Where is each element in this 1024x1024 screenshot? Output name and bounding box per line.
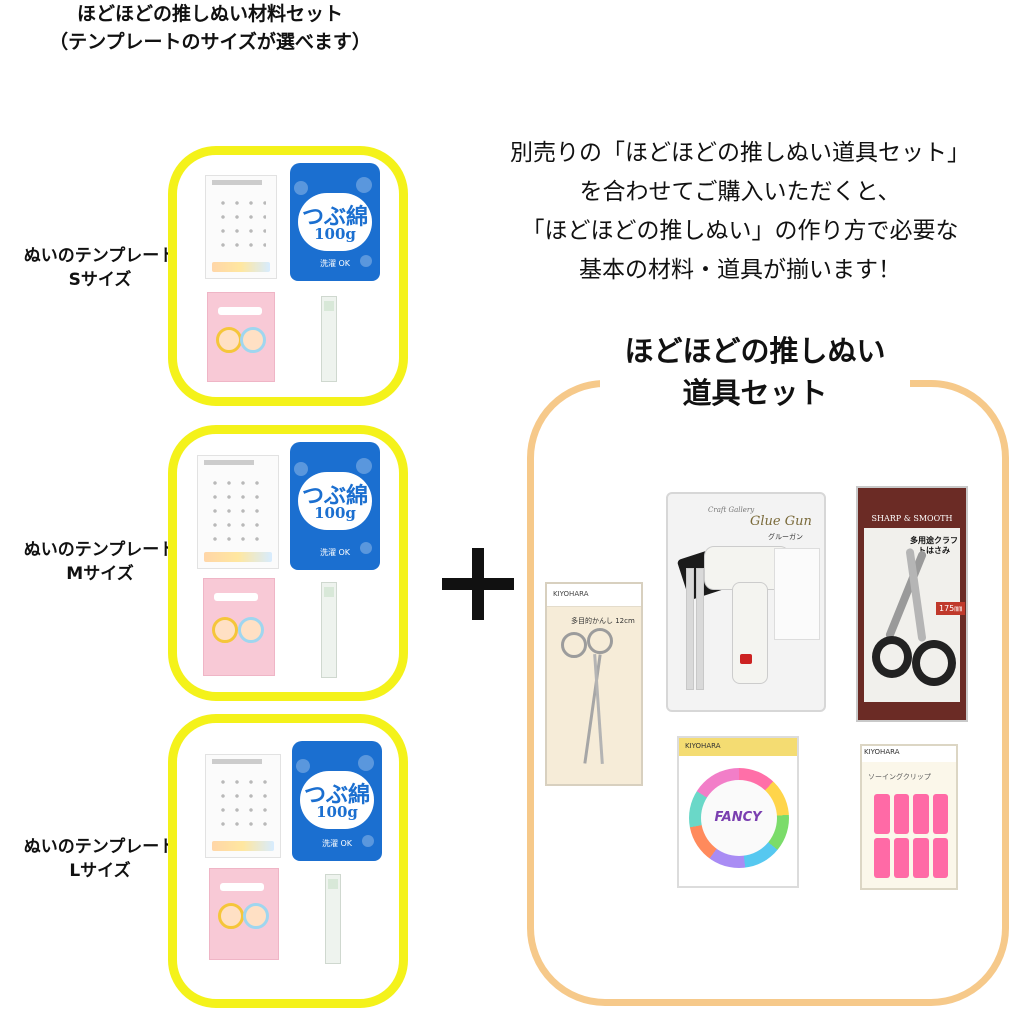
cotton-weight: 100g (316, 803, 358, 821)
tools-set-title: ほどほどの推しぬい 道具セット (560, 330, 950, 414)
kit-label-m-line1: ぬいのテンプレート (23, 540, 177, 560)
clips-brand: KIYOHARA (864, 748, 900, 756)
stick-tool-image (321, 582, 337, 678)
kit-label-m-line2: Mサイズ (66, 564, 134, 584)
kit-frame-l (168, 714, 408, 1008)
glue-gun-name: Glue Gun (750, 514, 812, 529)
cotton-pack-image: つぶ綿 100g 洗濯 OK (292, 741, 382, 861)
scissors-name: 多用途クラフトはさみ (910, 536, 958, 555)
instruction-book-image (207, 292, 275, 382)
instruction-book-image (209, 868, 279, 960)
tools-set-title-line1: ほどほどの推しぬい (624, 334, 886, 368)
instruction-book-image (203, 578, 275, 676)
stick-tool-image (325, 874, 341, 964)
clips-package-image: ソーイングクリップ (860, 744, 958, 890)
glue-gun-package-image: Craft Gallery Glue Gun グルーガン (666, 492, 826, 712)
cotton-weight: 100g (314, 225, 356, 243)
kit-label-l-line2: Lサイズ (69, 861, 131, 881)
template-sheet-image (205, 754, 281, 858)
cotton-name: つぶ綿 (301, 205, 368, 230)
description-line3: 「ほどほどの推しぬい」の作り方で必要な (521, 218, 959, 244)
cotton-wash-note: 洗濯 OK (321, 839, 353, 848)
description-line2: を合わせてご購入いただくと、 (579, 179, 901, 205)
materials-set-title: ほどほどの推しぬい材料セット （テンプレートのサイズが選べます） (0, 0, 420, 56)
cotton-name: つぶ綿 (303, 783, 370, 808)
forceps-name: 多目的かんし 12cm (571, 617, 635, 625)
kit-label-s: ぬいのテンプレート Sサイズ (10, 244, 190, 292)
kit-label-s-line1: ぬいのテンプレート (23, 246, 177, 266)
kit-frame-m (168, 425, 408, 701)
kit-label-s-line2: Sサイズ (68, 270, 132, 290)
scissors-brand: SHARP & SMOOTH (871, 514, 953, 523)
kit-frame-s (168, 146, 408, 406)
materials-set-title-line2: （テンプレートのサイズが選べます） (49, 31, 371, 53)
description-line1: 別売りの「ほどほどの推しぬい道具セット」 (510, 140, 970, 166)
pins-name: FANCY (714, 810, 762, 825)
scissors-size-badge: 175㎜ (936, 602, 966, 615)
scissors-package-image: SHARP & SMOOTH 多用途クラフトはさみ 175㎜ (856, 486, 968, 722)
kit-label-l: ぬいのテンプレート Lサイズ (10, 835, 190, 883)
kit-label-m: ぬいのテンプレート Mサイズ (10, 538, 190, 586)
pins-package-image: KIYOHARA FANCY (677, 736, 799, 888)
forceps-package-image: KIYOHARA 多目的かんし 12cm (545, 582, 643, 786)
pins-brand: KIYOHARA (685, 742, 721, 750)
template-sheet-image (197, 455, 279, 569)
cotton-weight: 100g (314, 504, 356, 522)
cotton-wash-note: 洗濯 OK (319, 259, 351, 268)
glue-gun-brand: Craft Gallery (708, 506, 755, 514)
glue-gun-jp-name: グルーガン (768, 533, 803, 541)
description-text: 別売りの「ほどほどの推しぬい道具セット」 を合わせてご購入いただくと、 「ほどほ… (470, 134, 1010, 290)
cotton-pack-image: つぶ綿 100g 洗濯 OK (290, 442, 380, 570)
kit-label-l-line1: ぬいのテンプレート (23, 837, 177, 857)
forceps-brand: KIYOHARA (553, 590, 589, 598)
tools-set-title-line2: 道具セット (682, 376, 828, 410)
description-line4: 基本の材料・道具が揃います！ (579, 257, 901, 283)
materials-set-title-line1: ほどほどの推しぬい材料セット (76, 3, 343, 25)
template-sheet-image (205, 175, 277, 279)
plus-icon (438, 542, 518, 622)
cotton-pack-image: つぶ綿 100g 洗濯 OK (290, 163, 380, 281)
clips-name: ソーイングクリップ (868, 773, 931, 781)
cotton-wash-note: 洗濯 OK (319, 548, 351, 557)
stick-tool-image (321, 296, 337, 382)
cotton-name: つぶ綿 (301, 484, 368, 509)
